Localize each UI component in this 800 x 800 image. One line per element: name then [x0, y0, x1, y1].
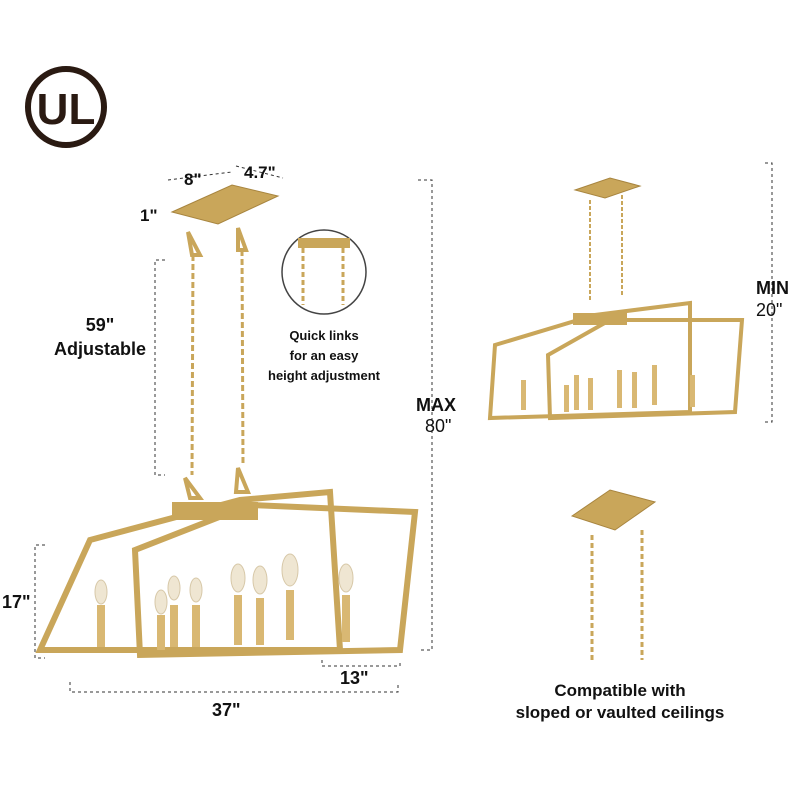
bulbs [94, 553, 354, 615]
quick-links-callout: Quick links for an easy height adjustmen… [254, 326, 394, 386]
chain-length-label: 59" [85, 315, 115, 335]
chain-adjustable-label: Adjustable [53, 339, 146, 359]
main-chandelier [35, 184, 419, 659]
canopy-length-label: 8" [184, 170, 202, 189]
svg-text:UL: UL [37, 85, 96, 134]
min-label: MIN [756, 278, 789, 298]
callout-line: sloped or vaulted ceilings [515, 703, 725, 722]
canopy-height-label: 1" [140, 206, 158, 225]
ul-logo: UL [25, 66, 107, 148]
body-width-label: 13" [340, 668, 369, 688]
dimension-lines [34, 162, 773, 693]
sloped-ceiling-detail [570, 489, 657, 660]
compatible-callout: Compatible with sloped or vaulted ceilin… [480, 680, 760, 724]
callout-line: Quick links [289, 328, 359, 343]
max-value: 80" [425, 416, 452, 436]
callout-line: Compatible with [554, 681, 686, 700]
min-value: 20" [756, 300, 783, 320]
canopy-width-label: 4.7" [244, 163, 276, 182]
max-label: MAX [416, 395, 456, 415]
callout-line: for an easy [289, 348, 359, 363]
min-chandelier [487, 177, 745, 421]
body-height-label: 17" [2, 592, 31, 612]
callout-line: height adjustment [268, 368, 380, 383]
candles [97, 590, 350, 650]
quick-link-detail [281, 229, 367, 315]
body-length-label: 37" [212, 700, 241, 720]
